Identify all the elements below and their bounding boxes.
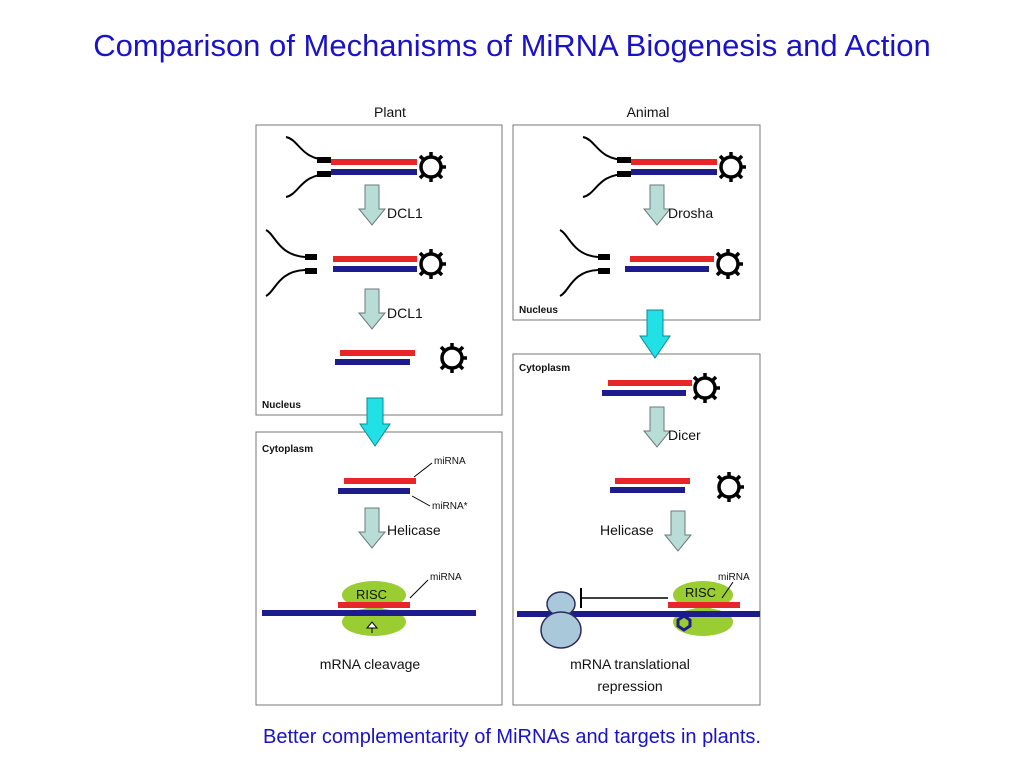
plant-risc-mirna-label: miRNA <box>430 572 462 583</box>
animal-risc-mirna-label: miRNA <box>718 572 750 583</box>
animal-risc-complex <box>517 581 760 636</box>
repression-bar <box>580 588 668 608</box>
animal-header: Animal <box>627 104 670 120</box>
plant-dcl1-label-1: DCL1 <box>387 205 423 221</box>
slide-caption: Better complementarity of MiRNAs and tar… <box>263 726 761 748</box>
plant-helicase-label: Helicase <box>387 522 441 538</box>
plant-mirna-duplex-nucleus <box>335 341 469 375</box>
plant-risc-complex <box>262 581 476 636</box>
plant-dcl1-arrow-1 <box>358 184 386 226</box>
plant-mirna-duplex <box>338 478 416 494</box>
animal-cytoplasm-panel <box>512 353 761 706</box>
animal-mirna-duplex <box>610 470 746 504</box>
ribosome <box>540 591 582 649</box>
plant-outcome: mRNA cleavage <box>320 656 421 672</box>
animal-outcome-line2: repression <box>597 678 662 694</box>
animal-dicer-arrow <box>643 406 671 448</box>
animal-dicer-label: Dicer <box>668 427 701 443</box>
animal-drosha-arrow <box>643 184 671 226</box>
animal-nucleus-label: Nucleus <box>519 305 558 316</box>
plant-header: Plant <box>374 104 406 120</box>
plant-helicase-arrow <box>358 507 386 549</box>
plant-cytoplasm-label: Cytoplasm <box>262 444 313 455</box>
animal-cytoplasm-label: Cytoplasm <box>519 363 570 374</box>
plant-pre-mirna-stage1 <box>265 229 448 297</box>
animal-export-arrow <box>639 309 671 359</box>
animal-outcome-line1: mRNA translational <box>570 656 690 672</box>
animal-pre-mirna-nucleus <box>559 229 745 297</box>
plant-mirna-label: miRNA <box>434 456 466 467</box>
plant-pri-mirna <box>285 136 448 198</box>
slide-title: Comparison of Mechanisms of MiRNA Biogen… <box>93 28 931 63</box>
animal-pre-mirna-cytoplasm <box>602 371 722 405</box>
animal-risc-label: RISC <box>685 585 716 600</box>
plant-export-arrow <box>359 397 391 447</box>
plant-dcl1-arrow-2 <box>358 288 386 330</box>
animal-helicase-arrow <box>664 510 692 552</box>
animal-drosha-label: Drosha <box>668 205 713 221</box>
plant-nucleus-label: Nucleus <box>262 400 301 411</box>
plant-mirna-star-label: miRNA* <box>432 501 468 512</box>
plant-risc-label: RISC <box>356 587 387 602</box>
animal-helicase-label: Helicase <box>600 522 654 538</box>
animal-nucleus-panel <box>512 124 761 321</box>
animal-pri-mirna <box>582 136 748 198</box>
plant-dcl1-label-2: DCL1 <box>387 305 423 321</box>
